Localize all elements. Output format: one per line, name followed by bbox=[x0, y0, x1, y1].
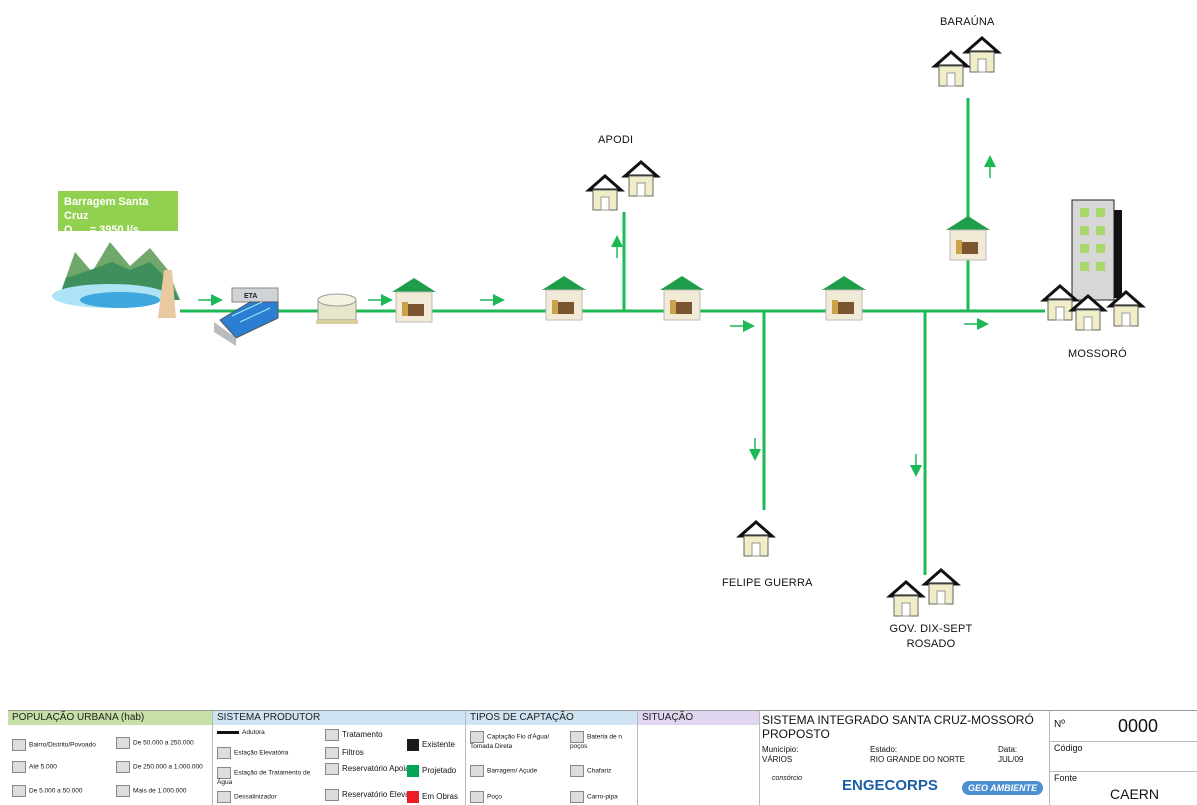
pump-station-2 bbox=[541, 275, 587, 321]
legend-panel: POPULAÇÃO URBANA (hab) Bairro/Distrito/P… bbox=[8, 710, 1197, 805]
legend-producer-system: SISTEMA PRODUTOR Adutora Estação Elevató… bbox=[213, 711, 466, 805]
town-apodi-icon bbox=[587, 160, 659, 212]
codigo-label: Código bbox=[1054, 743, 1083, 753]
municipio-label: Município: bbox=[762, 745, 799, 754]
number-value: 0000 bbox=[1118, 716, 1159, 736]
fonte-value: CAERN bbox=[1110, 786, 1160, 802]
reservoir-icon bbox=[316, 293, 358, 324]
label-barauna: BARAÚNA bbox=[940, 16, 995, 28]
label-felipe-guerra: FELIPE GUERRA bbox=[722, 577, 813, 589]
consorcio-label: consórcio bbox=[772, 775, 802, 782]
legend-situation: SITUAÇÃO bbox=[638, 711, 760, 805]
geoambiente-logo: GEO AMBIENTE bbox=[962, 781, 1044, 795]
legend-population: POPULAÇÃO URBANA (hab) Bairro/Distrito/P… bbox=[8, 711, 213, 805]
data-value: JUL/09 bbox=[998, 755, 1024, 764]
pipe-network bbox=[180, 98, 1045, 575]
town-felipe-guerra-icon bbox=[738, 520, 774, 558]
status-in-works: Em Obras bbox=[407, 791, 458, 803]
pump-station-4 bbox=[821, 275, 867, 321]
municipio-value: VÁRIOS bbox=[762, 755, 793, 764]
title-text: SISTEMA INTEGRADO SANTA CRUZ-MOSSORÓ bbox=[762, 713, 1034, 727]
status-in-works-swatch bbox=[407, 791, 419, 803]
eta-icon: ETA bbox=[214, 287, 279, 346]
subtitle-text: PROPOSTO bbox=[762, 727, 830, 741]
title-block: SISTEMA INTEGRADO SANTA CRUZ-MOSSORÓ PRO… bbox=[760, 711, 1050, 805]
status-projected: Projetado bbox=[407, 765, 456, 777]
legend-prod-header: SISTEMA PRODUTOR bbox=[213, 711, 465, 725]
status-projected-swatch bbox=[407, 765, 419, 777]
pump-station-5 bbox=[945, 215, 991, 261]
dam-icon bbox=[52, 242, 180, 318]
status-existing-swatch bbox=[407, 739, 419, 751]
estado-label: Estado: bbox=[870, 745, 898, 754]
data-label: Data: bbox=[998, 745, 1018, 754]
pump-station-3 bbox=[659, 275, 705, 321]
doc-info: Nº 0000 Código Fonte CAERN bbox=[1050, 711, 1197, 805]
legend-sit-header: SITUAÇÃO bbox=[638, 711, 759, 725]
flow-arrows bbox=[198, 155, 996, 477]
source-box: Barragem Santa Cruz Q90% = 3950 l/s bbox=[58, 191, 178, 238]
label-apodi: APODI bbox=[598, 134, 634, 146]
pump-station-1 bbox=[391, 277, 437, 323]
legend-pop-header: POPULAÇÃO URBANA (hab) bbox=[8, 711, 212, 725]
fonte-label: Fonte bbox=[1054, 773, 1078, 783]
source-flow: Q90% = 3950 l/s bbox=[64, 224, 139, 239]
city-mossoro-icon bbox=[1042, 199, 1144, 332]
town-gov-dix-sept-rosado-icon bbox=[888, 568, 959, 618]
legend-capt-header: TIPOS DE CAPTAÇÃO bbox=[466, 711, 637, 725]
town-barauna-icon bbox=[933, 36, 1000, 88]
eta-label: ETA bbox=[244, 293, 257, 300]
engecorps-logo: ENGECORPS bbox=[842, 777, 938, 794]
label-mossoro: MOSSORÓ bbox=[1068, 348, 1127, 360]
estado-value: RIO GRANDE DO NORTE bbox=[870, 755, 965, 764]
number-label: Nº bbox=[1054, 719, 1065, 730]
water-system-diagram: ETA bbox=[52, 36, 1144, 618]
source-name: Barragem Santa Cruz bbox=[64, 196, 149, 222]
legend-intake-types: TIPOS DE CAPTAÇÃO Captação Fio d'Água/ T… bbox=[466, 711, 638, 805]
status-existing: Existente bbox=[407, 739, 455, 751]
